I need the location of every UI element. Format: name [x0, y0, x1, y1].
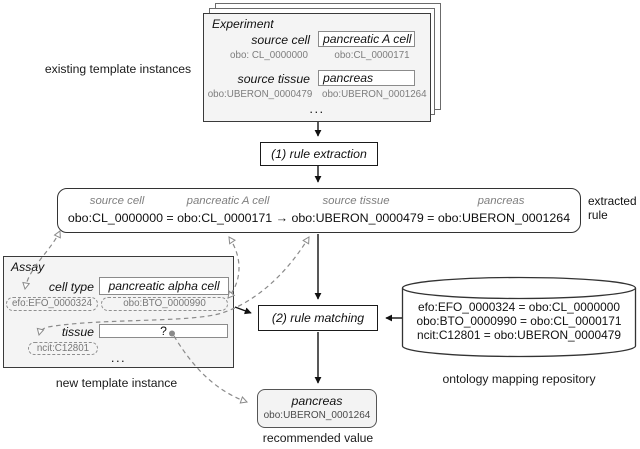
experiment-value-id-source-cell: obo:CL_0000171 [334, 50, 410, 61]
repository-mappings: efo:EFO_0000324 = obo:CL_0000000 obo:BTO… [407, 300, 631, 342]
extracted-rule-box: source cell pancreatic A cell source tis… [57, 188, 581, 233]
recommended-value: pancreas [291, 394, 343, 408]
rule-term-pancreas: pancreas [477, 195, 525, 207]
assay-title: Assay [11, 260, 45, 274]
assay-field-tissue: tissue [61, 325, 94, 339]
experiment-field-id-source-tissue: obo:UBERON_0000479 [207, 89, 313, 100]
assay-field-id-tissue: ncit:C12801 [28, 342, 98, 355]
mapping-line-2: obo:BTO_0000990 = obo:CL_0000171 [416, 313, 622, 328]
experiment-field-source-cell: source cell [251, 33, 310, 47]
rule-expression: obo:CL_0000000 = obo:CL_0000171 → obo:UB… [67, 211, 571, 225]
cylinder-body [401, 288, 637, 358]
rule-term-pancreatic-a-cell: pancreatic A cell [186, 195, 270, 207]
experiment-field-source-tissue: source tissue [237, 72, 310, 86]
caption-existing-template-instances: existing template instances [44, 62, 192, 76]
step-rule-matching: (2) rule matching [258, 305, 378, 331]
rule-term-source-cell: source cell [89, 195, 145, 207]
assay-panel: Assay cell type pancreatic alpha cell ef… [3, 256, 234, 368]
caption-extracted-rule: extracted rule [588, 194, 637, 222]
experiment-value-id-source-tissue: obo:UBERON_0001264 [322, 89, 427, 100]
mapping-line-3: ncit:C12801 = obo:UBERON_0000479 [417, 327, 621, 342]
experiment-value-source-cell: pancreatic A cell [318, 31, 415, 47]
assay-value-cell-type: pancreatic alpha cell [99, 277, 229, 295]
arrow-assay-to-matching [234, 306, 252, 315]
caption-ontology-mapping-repository: ontology mapping repository [442, 372, 596, 386]
recommended-value-box: pancreas obo:UBERON_0001264 [257, 389, 377, 428]
assay-field-cell-type: cell type [48, 280, 94, 294]
cylinder-top [401, 276, 637, 300]
repository-cylinder-icon [401, 276, 637, 358]
experiment-field-id-source-cell: obo: CL_0000000 [230, 50, 308, 61]
rule-term-source-tissue: source tissue [322, 195, 390, 207]
mapping-line-1: efo:EFO_0000324 = obo:CL_0000000 [418, 300, 620, 314]
experiment-ellipsis: ... [309, 101, 325, 116]
assay-value-tissue-unknown: ? [99, 324, 228, 338]
caption-recommended-value: recommended value [262, 431, 374, 445]
assay-value-id-cell-type: obo:BTO_0000990 [101, 297, 228, 311]
caption-new-template-instance: new template instance [55, 376, 178, 390]
step-rule-extraction: (1) rule extraction [260, 142, 378, 166]
experiment-title: Experiment [212, 17, 274, 31]
recommended-value-id: obo:UBERON_0001264 [263, 410, 371, 421]
assay-ellipsis: ... [110, 350, 127, 365]
assay-field-id-cell-type: efo:EFO_0000324 [6, 297, 98, 311]
experiment-panel: Experiment source cell pancreatic A cell… [203, 13, 431, 122]
experiment-value-source-tissue: pancreas [318, 70, 415, 86]
